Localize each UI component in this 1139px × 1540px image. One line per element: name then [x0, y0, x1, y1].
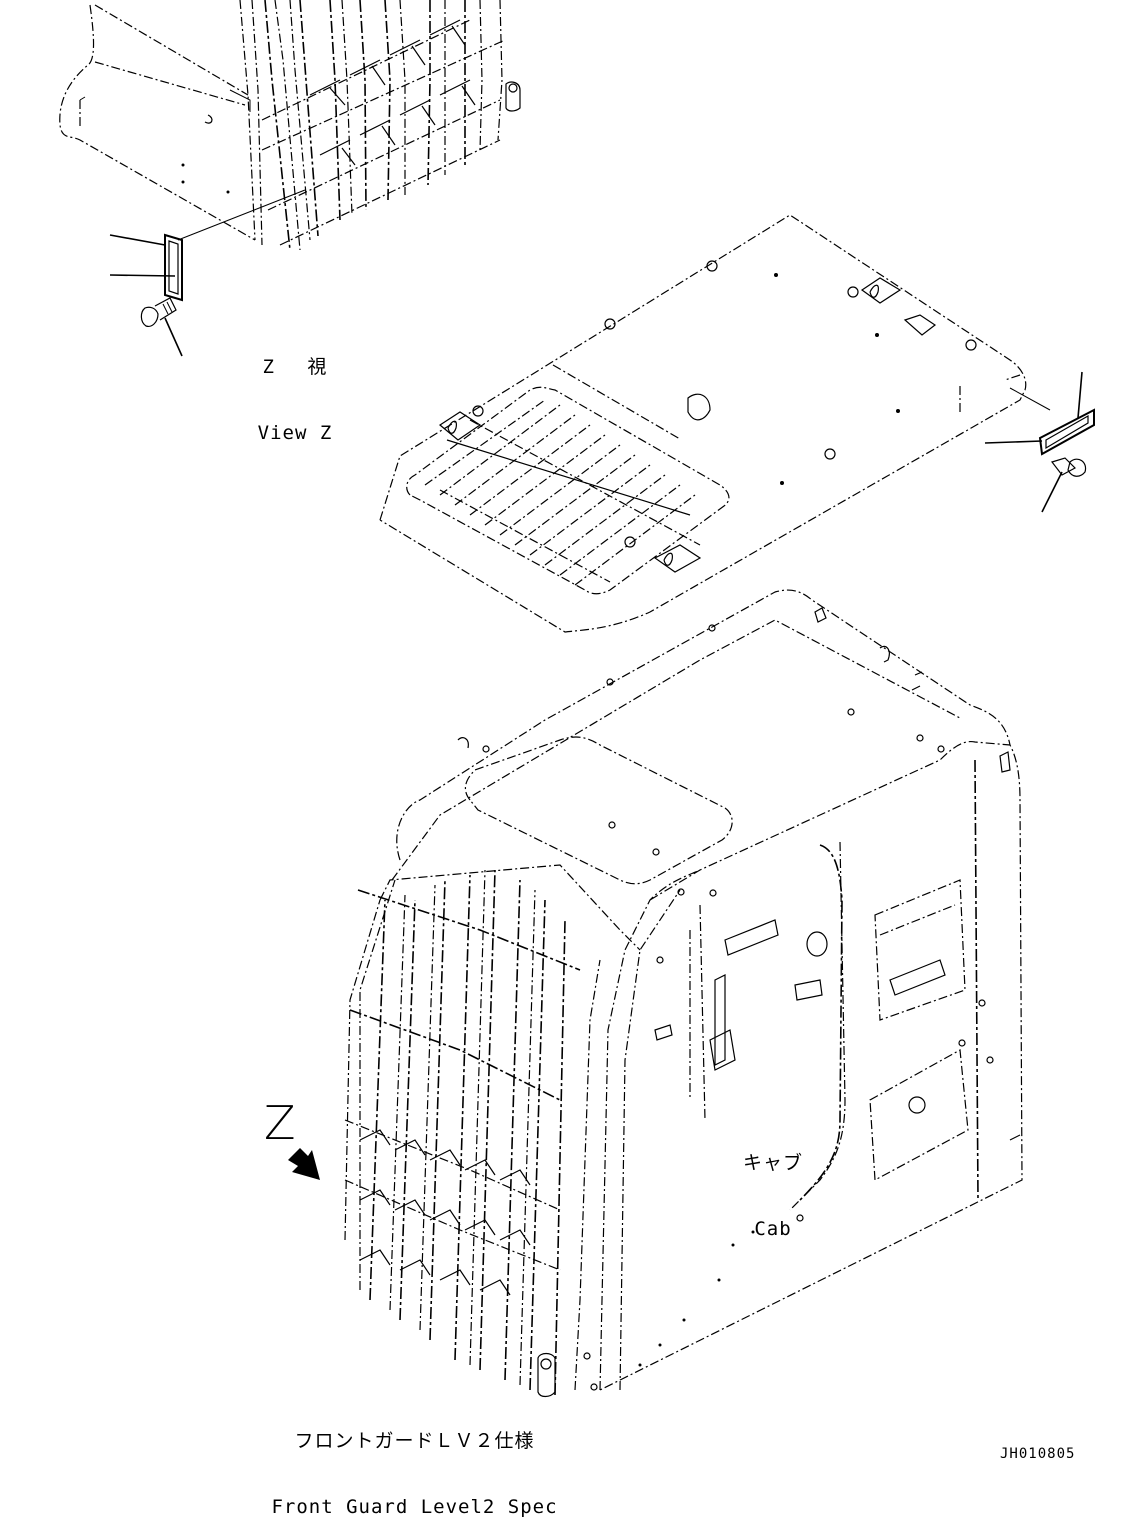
cab-label-jp: キャブ [742, 1152, 803, 1174]
plate-and-bolt-left [109, 233, 183, 357]
drawing-code: JH010805 [1000, 1446, 1076, 1462]
view-direction-arrow-icon [288, 1148, 320, 1180]
cab-label-en: Cab [754, 1218, 792, 1240]
view-z-label-jp: Z 視 [262, 356, 328, 378]
cab-label: キャブ Cab [738, 1108, 808, 1262]
view-z-label-en: View Z [257, 422, 333, 444]
cab-body [344, 589, 1023, 1398]
cab-roof-panel [379, 214, 1051, 633]
plate-and-bolt-right [984, 371, 1095, 513]
view-z-label: Z 視 View Z [255, 312, 335, 466]
front-guard-detail-view-z [59, 0, 521, 251]
front-guard-label-en: Front Guard Level2 Spec [271, 1496, 558, 1518]
front-guard-label-jp: フロントガードＬＶ２仕様 [294, 1430, 535, 1452]
view-arrow-letter: Z [264, 1096, 296, 1150]
front-guard-label: フロントガードＬＶ２仕様 Front Guard Level2 Spec [262, 1386, 567, 1540]
parts-drawing [59, 0, 1095, 1398]
